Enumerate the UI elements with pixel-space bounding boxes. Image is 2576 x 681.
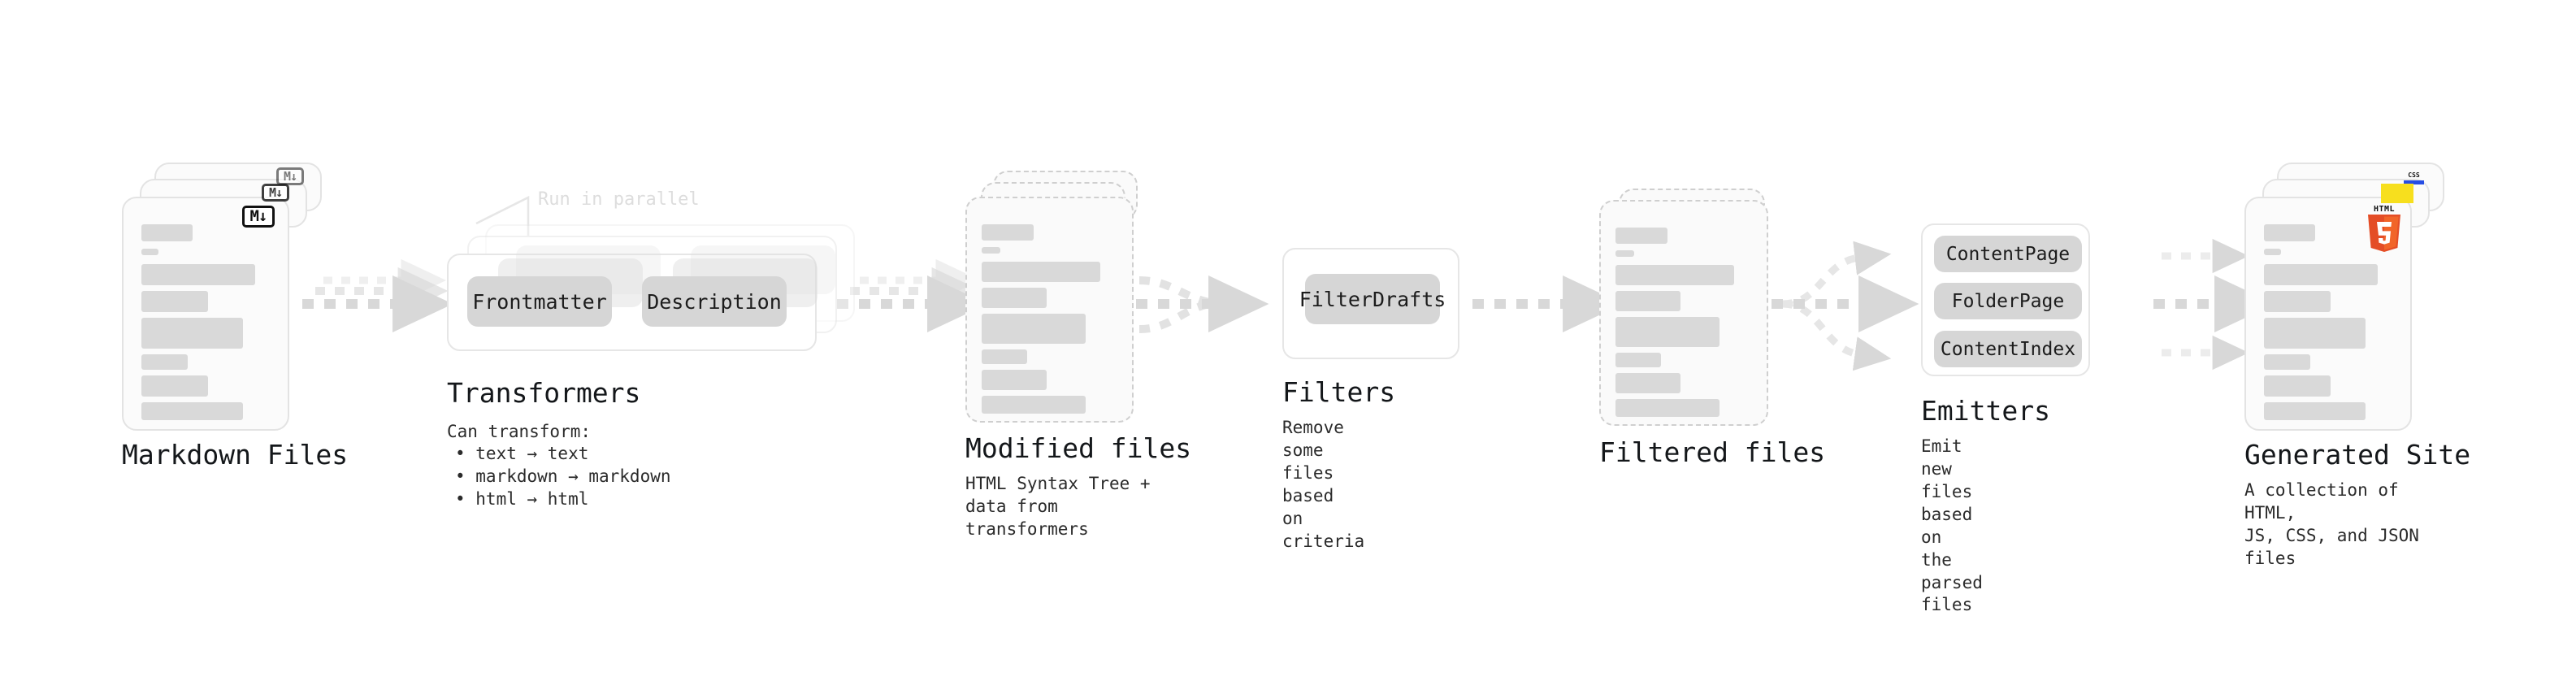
filtered-file-stack[interactable] (1599, 189, 1786, 432)
skeleton-bar (1615, 250, 1634, 257)
stage-title-transformers: Transformers (447, 377, 641, 409)
run-in-parallel-label: Run in parallel (538, 189, 700, 210)
skeleton-bar (2264, 375, 2331, 397)
skeleton-bar (1615, 291, 1680, 311)
stage-modified-files: Modified files HTML Syntax Tree + data f… (965, 171, 1191, 539)
skeleton-bar (982, 247, 1000, 254)
markdown-icon: M↓ (262, 184, 289, 202)
css3-icon: CSS (2400, 167, 2427, 185)
chip-contentpage[interactable]: ContentPage (1934, 236, 2082, 272)
skeleton-bar (982, 370, 1047, 390)
modified-files-description: HTML Syntax Tree + data from transformer… (965, 474, 1151, 539)
stage-title-filtered-files: Filtered files (1599, 436, 1826, 468)
chip-contentindex[interactable]: ContentIndex (1934, 331, 2082, 367)
skeleton-bar (982, 288, 1047, 308)
skeleton-bar (2264, 354, 2310, 370)
skeleton-bar (1615, 228, 1667, 244)
list-item: • markdown → markdown (455, 466, 671, 486)
skeleton-bar (982, 396, 1086, 414)
skeleton-bar (2264, 264, 2378, 285)
stage-title-generated-site: Generated Site (2244, 439, 2471, 471)
arrow-emitters-to-site (2153, 238, 2275, 371)
skeleton-bar (2264, 318, 2366, 349)
skeleton-bar (141, 318, 243, 349)
filters-description: Remove some files based on criteria (1282, 418, 1365, 551)
transformers-box-stack[interactable]: Frontmatter Description (447, 193, 870, 356)
skeleton-bar (141, 402, 243, 420)
stage-filtered-files: Filtered files (1599, 189, 1825, 468)
generated-site-description: A collection of HTML, JS, CSS, and JSON … (2244, 480, 2419, 568)
skeleton-bar (2264, 224, 2315, 241)
javascript-icon (2381, 184, 2413, 203)
transformers-description: Can transform: (447, 422, 592, 441)
skeleton-bar (2264, 249, 2281, 255)
markdown-card-front (122, 197, 289, 431)
skeleton-bar (2264, 402, 2366, 420)
skeleton-bar (1615, 265, 1734, 285)
chip-description[interactable]: Description (642, 276, 787, 327)
chip-frontmatter[interactable]: Frontmatter (467, 276, 612, 327)
markdown-icon: M↓ (276, 167, 304, 185)
stage-title-modified-files: Modified files (965, 432, 1192, 464)
skeleton-bar (982, 349, 1027, 364)
stage-generated-site: CSS HTML Generated Site A collection of … (2244, 163, 2470, 568)
modified-card-front (965, 197, 1134, 423)
skeleton-bar (141, 375, 208, 397)
chip-folderpage[interactable]: FolderPage (1934, 283, 2082, 319)
stage-markdown-files: M↓ M↓ M↓ Markdown Files (122, 163, 348, 471)
skeleton-bar (1615, 317, 1720, 347)
emitters-description: Emit new files based on the parsed files (1921, 436, 1983, 615)
modified-file-stack[interactable] (965, 171, 1152, 431)
stage-transformers: Run in parallel Frontmatter Description … (447, 189, 870, 509)
skeleton-bar (982, 314, 1086, 344)
skeleton-bar (1615, 373, 1680, 393)
skeleton-bar (1615, 353, 1661, 367)
skeleton-bar (1615, 399, 1720, 417)
list-item: • text → text (455, 444, 589, 463)
stage-title-markdown-files: Markdown Files (122, 439, 349, 471)
list-item: • html → html (455, 488, 589, 509)
markdown-file-stack[interactable]: M↓ M↓ M↓ (122, 163, 325, 431)
svg-text:HTML: HTML (2374, 205, 2395, 214)
skeleton-bar (982, 224, 1034, 241)
skeleton-bar (141, 354, 188, 370)
skeleton-bar (141, 291, 208, 312)
filtered-card-front (1599, 200, 1768, 426)
emitters-box[interactable]: ContentPage FolderPage ContentIndex (1921, 223, 2090, 376)
skeleton-bar (141, 224, 193, 241)
stage-title-emitters: Emitters (1921, 395, 2050, 427)
filters-box[interactable]: FilterDrafts (1282, 248, 1459, 359)
svg-text:CSS: CSS (2408, 171, 2420, 179)
stage-title-filters: Filters (1282, 376, 1396, 408)
generated-site-stack[interactable]: CSS HTML (2244, 163, 2448, 431)
chip-filterdrafts[interactable]: FilterDrafts (1299, 274, 1446, 324)
transformers-bullet-list: • text → text • markdown → markdown • ht… (455, 443, 671, 511)
skeleton-bar (141, 264, 255, 285)
markdown-icon: M↓ (242, 206, 275, 228)
skeleton-bar (2264, 291, 2331, 312)
skeleton-bar (982, 262, 1100, 282)
skeleton-bar (141, 249, 158, 255)
html5-icon: HTML (2363, 203, 2405, 254)
